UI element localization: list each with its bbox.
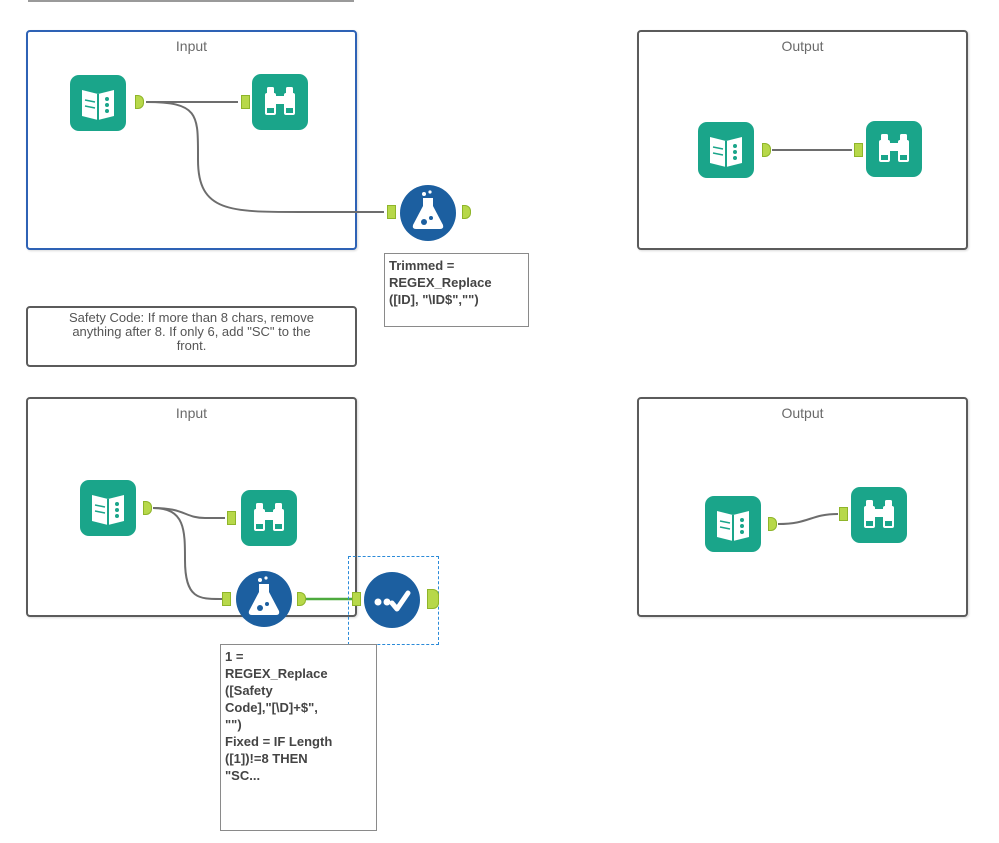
book-input-icon[interactable] (80, 480, 136, 536)
partial-container-edge (28, 0, 354, 2)
output-anchor[interactable] (297, 592, 306, 606)
binoculars-icon[interactable] (241, 490, 297, 546)
container-title: Input (175, 38, 208, 54)
comment-line: Trimmed = (389, 258, 455, 273)
comment-line: ([1])!=8 THEN (225, 751, 308, 766)
output-anchor[interactable] (135, 95, 144, 109)
book-input-icon[interactable] (705, 496, 761, 552)
book-input-icon[interactable] (70, 75, 126, 131)
output-anchor[interactable] (462, 205, 471, 219)
comment-line: REGEX_Replace (225, 666, 328, 681)
comment-line: ([ID], "\ID$","") (389, 292, 479, 307)
flask-icon[interactable] (236, 571, 292, 627)
annotation-line: anything after 8. If only 6, add "SC" to… (72, 324, 311, 339)
container-input-bottom[interactable]: Input (26, 397, 357, 617)
input-anchor[interactable] (222, 592, 231, 606)
comment-line: 1 = (225, 649, 244, 664)
input-anchor[interactable] (227, 511, 236, 525)
container-title: Output (781, 405, 824, 421)
safety-code-annotation[interactable]: Safety Code: If more than 8 chars, remov… (26, 306, 357, 367)
comment-line: Fixed = IF Length (225, 734, 333, 749)
binoculars-icon[interactable] (866, 121, 922, 177)
formula-comment-top: Trimmed = REGEX_Replace ([ID], "\ID$",""… (384, 253, 529, 327)
book-input-icon[interactable] (698, 122, 754, 178)
annotation-line: front. (176, 338, 207, 353)
binoculars-icon[interactable] (851, 487, 907, 543)
output-anchor[interactable] (762, 143, 771, 157)
comment-line: "") (225, 717, 242, 732)
comment-line: ([Safety (225, 683, 273, 698)
formula-comment-bottom: 1 = REGEX_Replace ([Safety Code],"[\D]+$… (220, 644, 377, 831)
container-title: Output (781, 38, 824, 54)
annotation-line: Safety Code: If more than 8 chars, remov… (69, 310, 314, 325)
binoculars-icon[interactable] (252, 74, 308, 130)
container-output-bottom[interactable]: Output (637, 397, 968, 617)
container-input-top[interactable]: Input (26, 30, 357, 250)
input-anchor[interactable] (352, 592, 361, 606)
input-anchor[interactable] (241, 95, 250, 109)
comment-line: Code],"[\D]+$", (225, 700, 318, 715)
container-title: Input (175, 405, 208, 421)
input-anchor[interactable] (839, 507, 848, 521)
comment-line: REGEX_Replace (389, 275, 492, 290)
output-anchor[interactable] (427, 589, 439, 609)
input-anchor[interactable] (387, 205, 396, 219)
comment-line: "SC... (225, 768, 261, 783)
input-anchor[interactable] (854, 143, 863, 157)
check-dots-icon[interactable] (364, 572, 420, 628)
output-anchor[interactable] (768, 517, 777, 531)
output-anchor[interactable] (143, 501, 152, 515)
flask-icon[interactable] (400, 185, 456, 241)
